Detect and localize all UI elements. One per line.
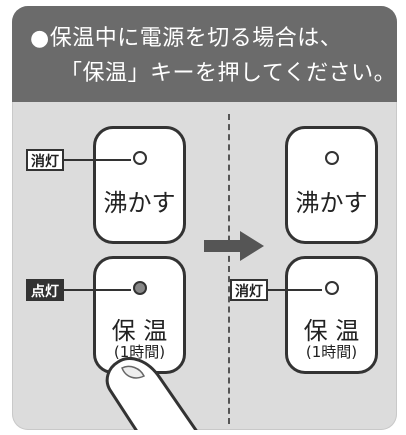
instruction-panel: ●保温中に電源を切る場合は、 「保温」キーを押してください。 沸かす 消灯 保 … (12, 6, 397, 430)
boil-button-after[interactable]: 沸かす (285, 126, 378, 244)
keep-warm-button-before[interactable]: 保 温 (1時間) (93, 256, 186, 374)
keep-warm-lamp-off-icon (325, 281, 339, 295)
arrow-right-icon (204, 231, 264, 261)
keep-warm-lamp-connector-after (266, 289, 322, 291)
keep-warm-button-label-after: 保 温 (303, 317, 360, 345)
boil-button-label: 沸かす (103, 189, 176, 217)
instruction-header: ●保温中に電源を切る場合は、 「保温」キーを押してください。 (12, 6, 397, 102)
keep-warm-lamp-lit-icon (133, 281, 147, 295)
keep-warm-lamp-connector (62, 289, 131, 291)
lamp-off-tag: 消灯 (26, 149, 64, 171)
boil-lamp-before-icon (133, 151, 147, 165)
dashed-divider (228, 114, 230, 424)
lamp-off-tag-after: 消灯 (230, 279, 268, 301)
keep-warm-button-label: 保 温 (111, 317, 168, 345)
boil-button-before[interactable]: 沸かす (93, 126, 186, 244)
lamp-on-tag: 点灯 (26, 279, 64, 301)
keep-warm-button-sublabel-after: (1時間) (305, 343, 358, 361)
keep-warm-button-sublabel: (1時間) (113, 343, 166, 361)
keep-warm-button-after[interactable]: 保 温 (1時間) (285, 256, 378, 374)
boil-button-label-after: 沸かす (295, 189, 368, 217)
finger-press-icon (105, 357, 198, 430)
boil-lamp-connector (62, 159, 131, 161)
header-line-2: 「保温」キーを押してください。 (60, 61, 397, 86)
header-line-1: ●保温中に電源を切る場合は、 (30, 26, 343, 51)
boil-lamp-after-icon (325, 151, 339, 165)
